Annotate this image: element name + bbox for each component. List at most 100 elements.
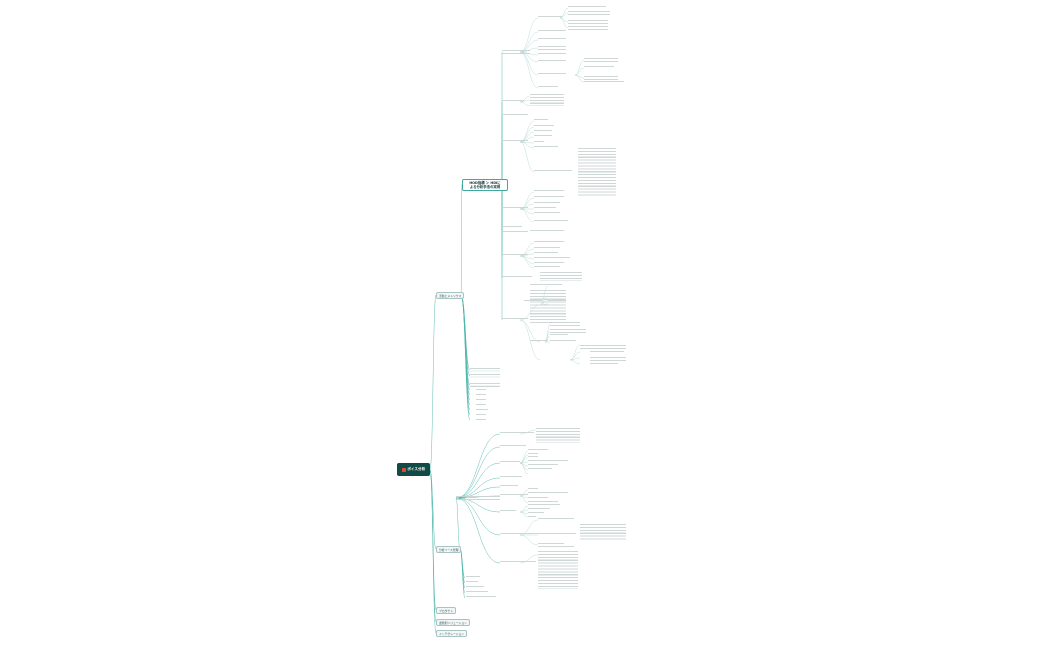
node-placeholder[interactable] [528,501,558,504]
node-placeholder[interactable] [538,518,574,521]
node-placeholder[interactable] [466,576,480,579]
node-placeholder[interactable] [534,146,558,149]
node-placeholder[interactable] [530,94,564,106]
node-placeholder[interactable] [502,254,528,257]
node-placeholder[interactable] [528,464,558,467]
branch-1[interactable]: 活動とメトリクス [436,292,465,300]
node-placeholder[interactable] [548,300,566,303]
node-placeholder[interactable] [550,329,586,335]
node-placeholder[interactable] [528,488,538,491]
node-placeholder[interactable] [580,524,626,542]
node-placeholder[interactable] [500,432,534,435]
node-placeholder[interactable] [530,290,566,325]
branch-4[interactable]: 課題別ソリューション [436,619,470,627]
node-placeholder[interactable] [528,508,550,511]
node-placeholder[interactable] [590,351,624,354]
node-placeholder[interactable] [534,212,560,215]
node-placeholder[interactable] [502,226,522,229]
node-placeholder[interactable] [502,50,530,56]
node-placeholder[interactable] [538,551,578,589]
node-placeholder[interactable] [534,252,558,255]
node-placeholder[interactable] [500,461,520,464]
node-placeholder[interactable] [476,414,486,417]
node-placeholder[interactable] [534,130,552,133]
node-placeholder[interactable] [500,445,526,448]
node-placeholder[interactable] [534,241,564,244]
node-placeholder[interactable] [538,543,564,546]
branch-3[interactable]: プロダクト [436,607,456,615]
node-placeholder[interactable] [538,16,562,19]
node-placeholder[interactable] [538,30,566,33]
node-placeholder[interactable] [568,20,608,26]
node-placeholder[interactable] [534,196,564,199]
node-placeholder[interactable] [502,231,528,234]
node-placeholder[interactable] [538,533,576,536]
node-placeholder[interactable] [534,190,564,193]
node-placeholder[interactable] [528,456,538,459]
node-placeholder[interactable] [534,220,568,223]
node-placeholder[interactable] [502,140,528,143]
node-placeholder[interactable] [534,135,552,138]
node-placeholder[interactable] [528,468,552,471]
node-placeholder[interactable] [534,207,556,210]
node-placeholder[interactable] [538,53,566,56]
node-placeholder[interactable] [528,460,568,463]
node-placeholder[interactable] [538,86,558,89]
node-placeholder[interactable] [536,428,580,443]
node-placeholder[interactable] [538,46,566,52]
node-placeholder[interactable] [502,114,528,117]
node-placeholder[interactable] [500,510,516,513]
node-placeholder[interactable] [528,497,548,500]
node-placeholder[interactable] [466,586,484,589]
node-placeholder[interactable] [466,596,496,599]
node-placeholder[interactable] [534,202,560,205]
topic-box[interactable]: HOD指標 ＞ HDIに よる分析手法の実現 [462,179,508,192]
node-placeholder[interactable] [470,368,500,371]
node-placeholder[interactable] [476,404,486,407]
node-placeholder[interactable] [456,496,500,502]
node-placeholder[interactable] [530,284,562,287]
node-placeholder[interactable] [584,76,618,82]
node-placeholder[interactable] [528,492,568,495]
node-placeholder[interactable] [470,383,500,389]
node-placeholder[interactable] [502,318,528,321]
node-placeholder[interactable] [568,6,606,9]
node-placeholder[interactable] [590,363,618,366]
node-placeholder[interactable] [534,247,560,250]
node-placeholder[interactable] [502,100,524,103]
node-placeholder[interactable] [476,409,488,412]
node-placeholder[interactable] [528,504,560,507]
node-placeholder[interactable] [534,262,564,265]
node-placeholder[interactable] [530,340,548,343]
node-placeholder[interactable] [578,148,616,198]
node-placeholder[interactable] [538,546,574,549]
node-placeholder[interactable] [590,357,626,363]
node-placeholder[interactable] [528,449,548,452]
node-placeholder[interactable] [500,561,536,564]
branch-2[interactable]: 分析ソース管理 [436,546,462,554]
node-placeholder[interactable] [580,345,626,351]
node-placeholder[interactable] [476,419,486,422]
branch-5[interactable]: インテグレーション [436,630,468,638]
node-placeholder[interactable] [584,81,624,84]
node-placeholder[interactable] [548,296,566,299]
node-placeholder[interactable] [500,476,522,479]
node-placeholder[interactable] [476,389,486,392]
node-placeholder[interactable] [500,485,518,488]
node-placeholder[interactable] [540,272,582,281]
node-placeholder[interactable] [466,591,488,594]
node-placeholder[interactable] [534,125,554,128]
node-placeholder[interactable] [568,26,608,32]
root-node[interactable]: ボイス分析 [397,463,430,476]
node-placeholder[interactable] [528,516,536,519]
node-placeholder[interactable] [550,322,580,328]
node-placeholder[interactable] [502,207,528,210]
node-placeholder[interactable] [476,394,486,397]
node-placeholder[interactable] [534,266,560,269]
node-placeholder[interactable] [534,141,544,144]
node-placeholder[interactable] [584,58,618,64]
node-placeholder[interactable] [538,60,566,63]
node-placeholder[interactable] [534,170,572,173]
node-placeholder[interactable] [502,276,532,279]
node-placeholder[interactable] [568,11,610,17]
